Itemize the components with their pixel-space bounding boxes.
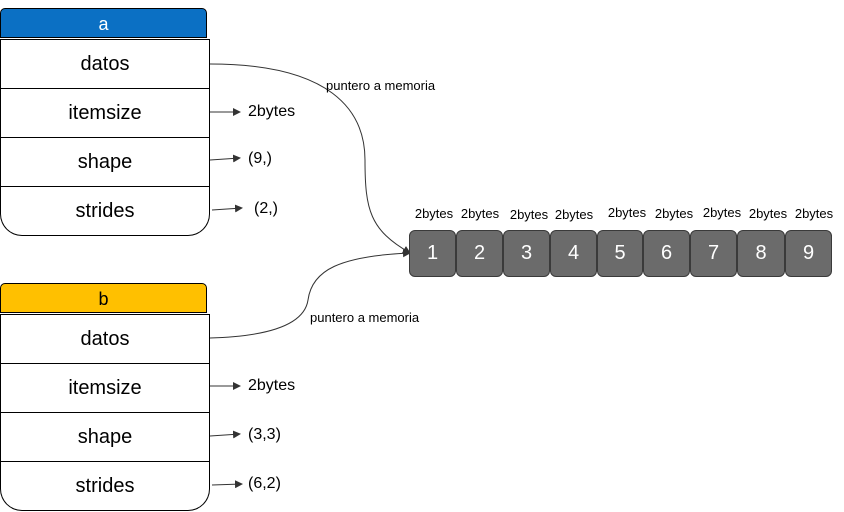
- memory-cell: 6: [643, 230, 690, 277]
- a-shape-value: (9,): [248, 150, 272, 167]
- byte-label: 2bytes: [654, 206, 694, 221]
- byte-label: 2bytes: [460, 206, 500, 221]
- a-itemsize-value: 2bytes: [248, 103, 296, 120]
- b-strides-value: (6,2): [248, 475, 281, 492]
- b-field-shape: shape: [0, 413, 210, 462]
- a-field-datos: datos: [0, 39, 210, 89]
- pointer-a-curve: [209, 63, 411, 254]
- b-field-datos: datos: [0, 314, 210, 364]
- byte-label: 2bytes: [509, 207, 549, 222]
- pointer-b-curve: [209, 249, 411, 339]
- b-itemsize-value: 2bytes: [248, 377, 296, 394]
- a-strides-value: (2,): [254, 200, 278, 217]
- b-strides-arrow: [211, 480, 243, 489]
- struct-a-header: a: [0, 8, 207, 38]
- memory-cell: 8: [737, 230, 785, 277]
- memory-cell: 7: [690, 230, 737, 277]
- byte-label: 2bytes: [554, 207, 594, 222]
- pointer-b-label: puntero a memoria: [310, 310, 420, 325]
- byte-label: 2bytes: [748, 206, 788, 221]
- byte-label: 2bytes: [414, 206, 454, 221]
- memory-cell: 1: [409, 230, 456, 277]
- struct-b-header: b: [0, 283, 207, 313]
- memory-cell: 4: [550, 230, 597, 277]
- a-field-strides: strides: [0, 187, 210, 236]
- byte-label: 2bytes: [702, 205, 742, 220]
- memory-cell: 5: [597, 230, 643, 277]
- a-strides-arrow: [211, 204, 243, 213]
- memory-cell: 2: [456, 230, 503, 277]
- b-field-itemsize: itemsize: [0, 364, 210, 413]
- b-shape-value: (3,3): [248, 426, 281, 443]
- pointer-a-label: puntero a memoria: [326, 78, 436, 93]
- b-shape-arrow: [209, 430, 241, 439]
- a-shape-arrow: [209, 154, 241, 163]
- memory-cell: 3: [503, 230, 550, 277]
- a-field-itemsize: itemsize: [0, 89, 210, 138]
- memory-cell: 9: [785, 230, 832, 277]
- byte-label: 2bytes: [794, 206, 834, 221]
- byte-label: 2bytes: [607, 205, 647, 220]
- a-field-shape: shape: [0, 138, 210, 187]
- b-field-strides: strides: [0, 462, 210, 511]
